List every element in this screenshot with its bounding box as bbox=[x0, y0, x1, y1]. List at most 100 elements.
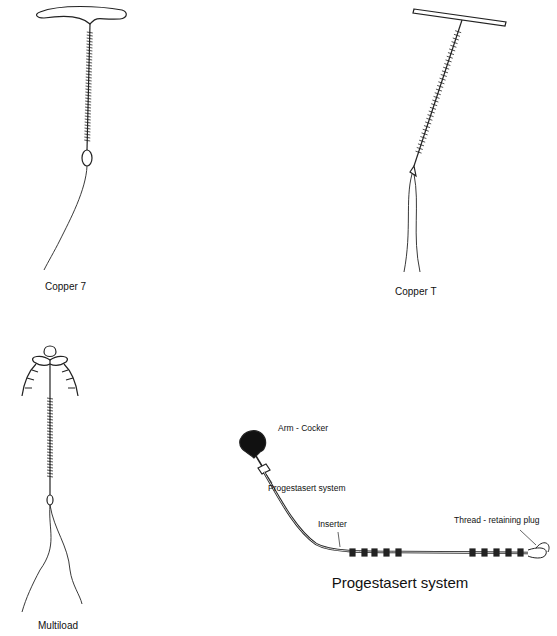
bead bbox=[470, 549, 475, 556]
coil-stroke bbox=[438, 82, 444, 84]
coil-stroke bbox=[47, 431, 53, 432]
part-label: Arm - Cocker bbox=[278, 424, 328, 434]
coil-stroke bbox=[47, 440, 53, 441]
coil-stroke bbox=[419, 140, 425, 142]
caption-label: Progestasert system bbox=[330, 574, 470, 591]
coil-stroke bbox=[448, 53, 454, 55]
coil-stroke bbox=[449, 49, 455, 51]
coil-stroke bbox=[453, 38, 459, 40]
coil-stroke bbox=[435, 93, 441, 95]
coil-stroke bbox=[86, 71, 92, 72]
coil-stroke bbox=[47, 401, 53, 402]
progestasert-system bbox=[240, 431, 549, 558]
coil-stroke bbox=[455, 31, 461, 33]
coil-stroke bbox=[86, 65, 92, 66]
coil-stroke bbox=[86, 50, 92, 51]
coil-stroke bbox=[84, 131, 90, 132]
coil-stroke bbox=[86, 77, 92, 78]
coil-stroke bbox=[85, 98, 91, 99]
coil-stroke bbox=[447, 56, 453, 58]
coil-stroke bbox=[454, 34, 460, 36]
coil-stroke bbox=[440, 78, 446, 80]
bead bbox=[482, 549, 487, 556]
bead bbox=[494, 549, 499, 556]
coil-stroke bbox=[47, 425, 53, 426]
coil-stroke bbox=[47, 455, 53, 456]
bead bbox=[518, 549, 523, 556]
coil-stroke bbox=[47, 398, 53, 399]
copper-7-device bbox=[37, 7, 127, 271]
coil-stroke bbox=[428, 115, 434, 117]
coil-stroke bbox=[423, 129, 429, 131]
coil-stroke bbox=[47, 476, 53, 477]
coil-stroke bbox=[436, 89, 442, 91]
coil-stroke bbox=[87, 32, 93, 33]
coil-stroke bbox=[47, 434, 53, 435]
coil-stroke bbox=[444, 64, 450, 66]
coil-stroke bbox=[47, 446, 53, 447]
coil-stroke bbox=[47, 452, 53, 453]
coil-stroke bbox=[47, 410, 53, 411]
coil-stroke bbox=[86, 56, 92, 57]
coil-stroke bbox=[84, 137, 90, 138]
coil-stroke bbox=[47, 458, 53, 459]
coil-stroke bbox=[450, 45, 456, 47]
coil-stroke bbox=[85, 107, 91, 108]
coil-stroke bbox=[86, 83, 92, 84]
coil-stroke bbox=[47, 464, 53, 465]
coil-stroke bbox=[85, 110, 91, 111]
device-label: Copper T bbox=[395, 286, 437, 298]
device-label: Multiload bbox=[38, 620, 78, 632]
bead bbox=[506, 549, 511, 556]
coil-stroke bbox=[47, 416, 53, 417]
coil-stroke bbox=[87, 35, 93, 36]
coil-stroke bbox=[47, 404, 53, 405]
coil-stroke bbox=[432, 100, 438, 102]
coil-stroke bbox=[452, 42, 458, 44]
coil-stroke bbox=[86, 47, 92, 48]
bead bbox=[372, 549, 377, 556]
coil-stroke bbox=[85, 92, 91, 93]
bead bbox=[384, 549, 389, 556]
coil-stroke bbox=[47, 422, 53, 423]
coil-stroke bbox=[47, 467, 53, 468]
coil-stroke bbox=[426, 118, 432, 120]
coil-stroke bbox=[86, 59, 92, 60]
coil-stroke bbox=[442, 71, 448, 73]
coil-stroke bbox=[86, 68, 92, 69]
coil-stroke bbox=[86, 62, 92, 63]
coil-stroke bbox=[431, 104, 437, 106]
coil-stroke bbox=[85, 113, 91, 114]
coil-stroke bbox=[87, 38, 93, 39]
copper-t-device bbox=[404, 9, 506, 272]
coil-stroke bbox=[416, 151, 422, 153]
coil-stroke bbox=[47, 473, 53, 474]
coil-stroke bbox=[418, 144, 424, 146]
part-label: Progestasert system bbox=[268, 484, 345, 494]
coil-stroke bbox=[86, 53, 92, 54]
coil-stroke bbox=[425, 122, 431, 124]
coil-stroke bbox=[437, 85, 443, 87]
coil-stroke bbox=[87, 44, 93, 45]
coil-stroke bbox=[422, 133, 428, 135]
coil-stroke bbox=[417, 147, 423, 149]
bead bbox=[350, 549, 355, 556]
multiload-device bbox=[22, 346, 82, 612]
coil-stroke bbox=[420, 137, 426, 139]
coil-stroke bbox=[84, 140, 90, 141]
coil-stroke bbox=[47, 443, 53, 444]
coil-stroke bbox=[446, 60, 452, 62]
coil-stroke bbox=[85, 128, 91, 129]
coil-stroke bbox=[429, 111, 435, 113]
coil-stroke bbox=[85, 119, 91, 120]
coil-stroke bbox=[87, 41, 93, 42]
coil-stroke bbox=[86, 80, 92, 81]
coil-stroke bbox=[47, 449, 53, 450]
coil-stroke bbox=[47, 428, 53, 429]
coil-stroke bbox=[47, 470, 53, 471]
coil-stroke bbox=[434, 96, 440, 98]
coil-stroke bbox=[85, 89, 91, 90]
coil-stroke bbox=[85, 95, 91, 96]
part-label: Thread - retaining plug bbox=[454, 516, 540, 526]
